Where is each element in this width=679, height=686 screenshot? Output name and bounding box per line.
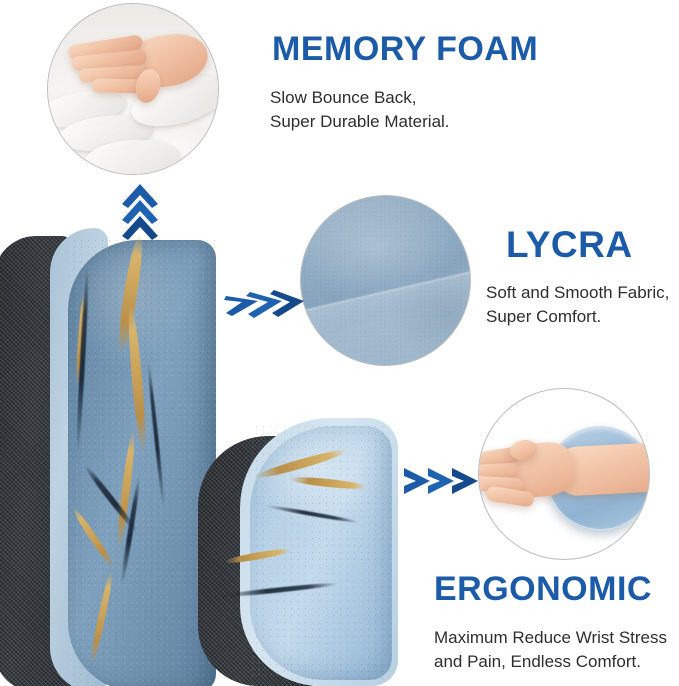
feature-description-line: and Pain, Endless Comfort. <box>434 652 641 672</box>
lycra-weave-texture <box>301 196 470 365</box>
feature-description-line: Super Comfort. <box>486 307 602 327</box>
arrow-right-ergonomic <box>402 458 480 504</box>
product-marble-surface <box>68 233 216 686</box>
inset-photo-ergonomic-use <box>478 388 650 560</box>
feature-description-line: Maximum Reduce Wrist Stress <box>434 628 668 647</box>
small-product-marble-surface <box>218 426 392 680</box>
inset-photo-memory-foam <box>47 3 219 175</box>
marble-speckle-texture <box>68 240 216 686</box>
feature-heading-lycra: LYCRA <box>506 224 633 265</box>
feature-description-line: Soft and Smooth Fabric, <box>486 283 670 302</box>
lycra-sheen <box>301 196 470 365</box>
feature-heading-memory-foam: MEMORY FOAM <box>272 30 539 68</box>
feature-description-line: Slow Bounce Back, <box>270 88 417 107</box>
product-image-mouse-wrist-rest <box>198 414 398 686</box>
feature-description-memory-foam: Slow Bounce Back, Super Durable Material… <box>270 86 450 134</box>
feature-description-lycra: Soft and Smooth Fabric, Super Comfort. <box>486 281 669 329</box>
feature-description-line: Super Durable Material. <box>270 112 450 132</box>
feature-heading-ergonomic: ERGONOMIC <box>434 570 652 608</box>
arrow-right-lycra <box>224 280 304 326</box>
feature-description-ergonomic: Maximum Reduce Wrist Stress and Pain, En… <box>434 626 667 674</box>
arrow-up-memory-foam <box>112 182 168 240</box>
inset-photo-lycra-fabric <box>300 195 471 366</box>
product-image-keyboard-wrist-rest <box>0 222 216 686</box>
